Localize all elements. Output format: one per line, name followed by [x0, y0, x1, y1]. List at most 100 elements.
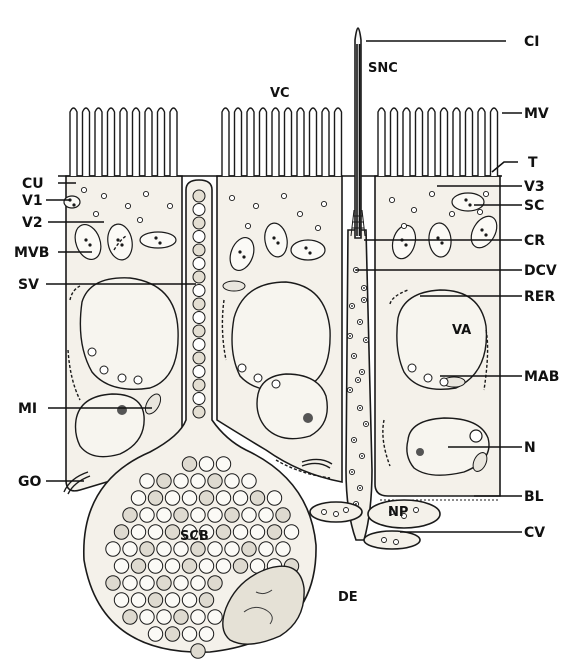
label-n: N: [524, 440, 536, 456]
apical-vesicle: [125, 203, 130, 208]
apical-vesicle: [229, 195, 234, 200]
secretory-granule: [199, 457, 213, 471]
microvillus: [297, 108, 304, 176]
microvillus: [120, 108, 127, 176]
secretory-granule: [114, 559, 128, 573]
secretory-granule: [259, 542, 273, 556]
label-v2: V2: [22, 215, 43, 231]
secretory-vesicle: [193, 298, 205, 310]
secretory-granule: [131, 491, 145, 505]
dense-core-vesicle-core: [349, 389, 351, 391]
secretory-granule: [174, 474, 188, 488]
microvillus: [170, 108, 177, 176]
secretory-granule: [267, 525, 281, 539]
secretory-granule: [199, 593, 213, 607]
secretory-granule: [123, 576, 137, 590]
secretory-granule: [182, 491, 196, 505]
secretory-granule: [276, 542, 290, 556]
microvillus: [428, 108, 435, 176]
secretory-granule: [140, 610, 154, 624]
secretory-granule: [225, 542, 239, 556]
secretory-granule: [182, 457, 196, 471]
apical-vesicle: [101, 193, 106, 198]
dense-core-vesicle-core: [351, 471, 353, 473]
label-v1: V1: [22, 193, 43, 209]
secretory-vesicle: [193, 339, 205, 351]
mvb-inclusion: [464, 198, 467, 201]
label-mvb: MVB: [14, 245, 49, 261]
secretory-granule: [174, 508, 188, 522]
label-scb: SCB: [180, 529, 209, 544]
apical-vesicle: [321, 201, 326, 206]
multivesicular-body: [140, 232, 176, 248]
secretory-granule: [140, 508, 154, 522]
secretory-granule: [106, 542, 120, 556]
mvb-inclusion: [272, 236, 275, 239]
apical-vesicle: [281, 193, 286, 198]
secretory-granule: [216, 525, 230, 539]
vacuole-rim-vesicle: [118, 374, 126, 382]
secretory-granule: [199, 627, 213, 641]
label-ci: CI: [524, 34, 539, 50]
secretory-granule: [157, 610, 171, 624]
secretory-vesicle: [193, 285, 205, 297]
secretory-granule: [140, 474, 154, 488]
mvb-inclusion: [276, 241, 279, 244]
label-v3: V3: [524, 179, 545, 195]
secretory-granule: [148, 627, 162, 641]
apical-vesicle: [167, 203, 172, 208]
secretory-granule: [182, 559, 196, 573]
microvillus: [158, 108, 165, 176]
apical-vesicle: [137, 217, 142, 222]
multivesicular-body: [452, 193, 484, 211]
label-sv: SV: [18, 277, 39, 293]
vacuole-rim-vesicle: [100, 366, 108, 374]
microvillus: [247, 108, 254, 176]
mvb-inclusion: [154, 236, 157, 239]
mvb-inclusion: [436, 236, 439, 239]
apical-vesicle: [93, 211, 98, 216]
mvb-inclusion: [404, 243, 407, 246]
microvillus: [335, 108, 342, 176]
secretory-granule: [165, 593, 179, 607]
secretory-granule: [106, 576, 120, 590]
microvillus: [478, 108, 485, 176]
secretory-vesicle-column: [193, 190, 205, 418]
apical-vesicle: [297, 211, 302, 216]
apical-vesicle: [429, 191, 434, 196]
apical-vesicle: [389, 197, 394, 202]
label-mab: MAB: [524, 369, 559, 385]
dense-core-vesicle-core: [359, 321, 361, 323]
secretory-granule: [199, 559, 213, 573]
secretory-granule: [242, 508, 256, 522]
microvillus: [453, 108, 460, 176]
secretory-granule: [284, 525, 298, 539]
dense-core-vesicle-core: [363, 299, 365, 301]
microvillus: [491, 108, 498, 176]
label-vc: VC: [270, 86, 290, 101]
apical-vesicle: [411, 207, 416, 212]
vacuole-rim-vesicle: [272, 380, 280, 388]
multivesicular-body: [291, 240, 325, 260]
microvillus: [310, 108, 317, 176]
apical-vesicle: [401, 223, 406, 228]
secretory-vesicle: [193, 217, 205, 229]
secretory-vesicle: [193, 231, 205, 243]
label-cu: CU: [22, 176, 44, 192]
mvb-inclusion: [440, 241, 443, 244]
secretory-granule: [191, 610, 205, 624]
microvillus: [235, 108, 242, 176]
dense-core-vesicle-core: [351, 305, 353, 307]
mvb-inclusion: [116, 238, 119, 241]
secretory-vesicle: [193, 352, 205, 364]
secretory-granule: [267, 491, 281, 505]
vacuole-rim-vesicle: [134, 376, 142, 384]
secretory-granule: [157, 576, 171, 590]
secretory-granule: [123, 542, 137, 556]
secretory-vesicle: [193, 406, 205, 418]
microvillus: [416, 108, 423, 176]
secretory-granule: [216, 559, 230, 573]
dense-core-vesicle-core: [349, 335, 351, 337]
vacuole-rim-vesicle: [424, 374, 432, 382]
